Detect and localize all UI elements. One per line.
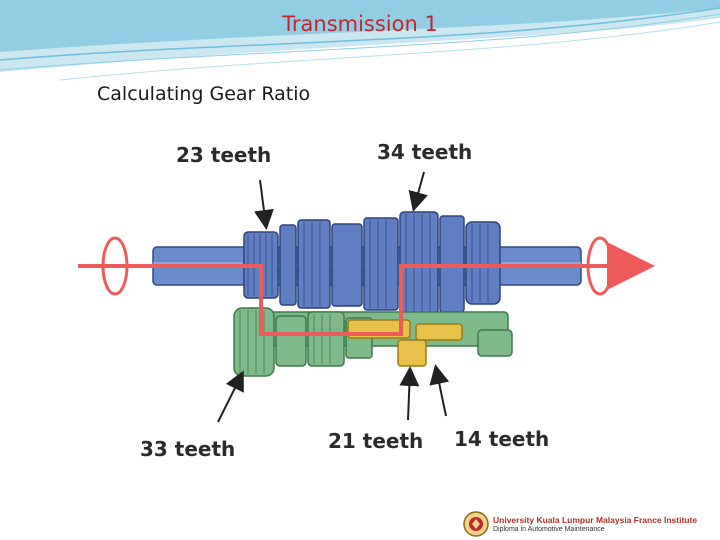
input-rotation-arrow [101,236,129,296]
label-21-teeth: 21 teeth [328,429,423,453]
power-flow-path [78,242,655,336]
label-23-teeth: 23 teeth [176,143,271,167]
slide-subtitle: Calculating Gear Ratio [97,83,311,105]
label-33-teeth: 33 teeth [140,437,235,461]
footer-institution: University Kuala Lumpur Malaysia France … [493,515,698,525]
counter-teeth-pattern [239,310,331,374]
label-34-teeth: 34 teeth [377,140,472,164]
pointer-arrows [217,171,450,423]
slide-title: Transmission 1 [282,12,438,36]
footer: University Kuala Lumpur Malaysia France … [493,515,697,533]
footer-program: Diploma in Automotive Maintenance [493,526,605,533]
unikl-crest-icon [463,511,489,537]
gear-train-diagram: 23 teeth 34 teeth 33 teeth 21 teeth 14 t… [48,112,688,477]
header-swoosh [0,0,720,81]
label-14-teeth: 14 teeth [454,427,549,451]
output-rotation-arrow [586,236,614,296]
